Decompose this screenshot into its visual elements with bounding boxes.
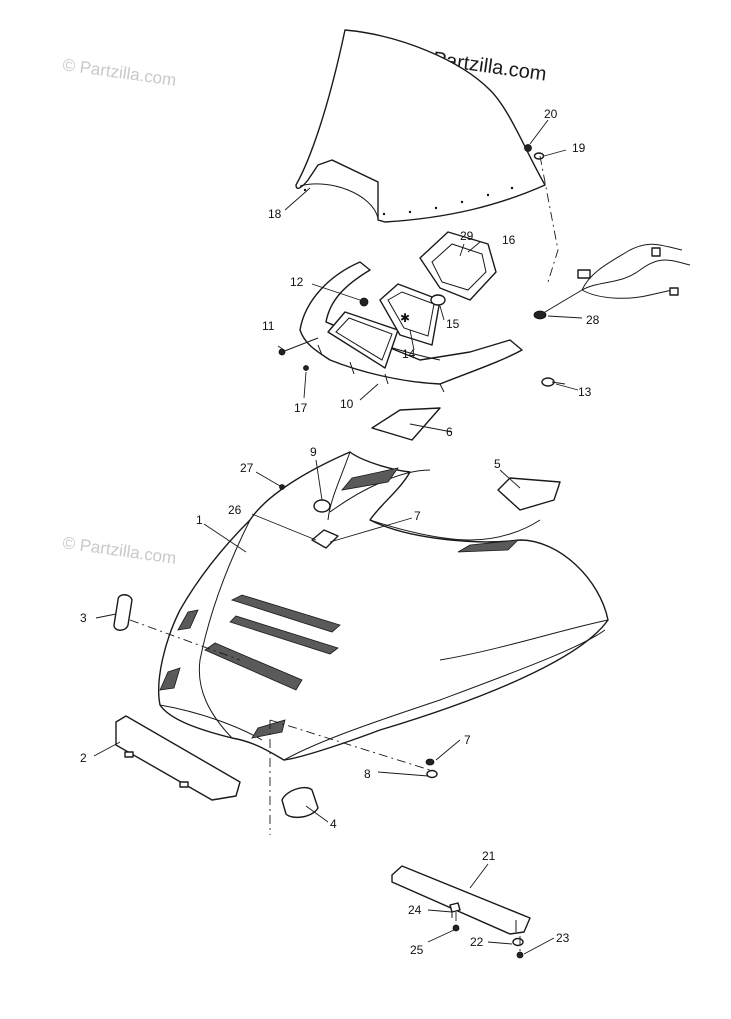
callout-6: 6 — [446, 425, 453, 439]
bumper-plug-4-part — [281, 786, 319, 819]
alignment-lines — [129, 155, 559, 952]
callout-20: 20 — [544, 107, 558, 121]
callout-18: 18 — [268, 207, 282, 221]
callout-7-upper: 7 — [414, 509, 421, 523]
bracket-21-part — [391, 865, 531, 935]
rivet-17-icon — [303, 365, 309, 371]
callout-17: 17 — [294, 401, 308, 415]
callout-12: 12 — [290, 275, 304, 289]
callout-25: 25 — [410, 943, 424, 957]
callout-19: 19 — [572, 141, 586, 155]
callout-labels: 1 2 3 4 5 6 7 7 8 9 10 11 12 13 14 15 16… — [80, 107, 600, 957]
callout-24: 24 — [408, 903, 422, 917]
callout-22: 22 — [470, 935, 484, 949]
windshield-part — [295, 29, 546, 223]
leader-lines — [93, 119, 583, 955]
callout-14: 14 — [402, 347, 416, 361]
push-rivet-13-icon — [541, 377, 566, 387]
callout-11: 11 — [262, 319, 275, 333]
callout-5: 5 — [494, 457, 501, 471]
bracket-2-part — [115, 715, 241, 801]
screw-12-icon — [359, 297, 369, 307]
nut-washer-hardware — [425, 758, 438, 779]
decal-6-part — [371, 407, 441, 441]
callout-2: 2 — [80, 751, 87, 765]
watermark-ghost-2: © Partzilla.com — [61, 533, 177, 568]
callout-16: 16 — [502, 233, 516, 247]
callout-8: 8 — [364, 767, 371, 781]
callout-10: 10 — [340, 397, 354, 411]
callout-26: 26 — [228, 503, 242, 517]
windshield-screw-nut-hardware — [524, 144, 545, 160]
hood-part — [158, 451, 609, 761]
callout-7-lower: 7 — [464, 733, 471, 747]
bracket-hardware — [449, 902, 524, 959]
callout-29: 29 — [460, 229, 474, 243]
hood-fasteners — [279, 484, 339, 549]
callout-15: 15 — [446, 317, 460, 331]
watermark-ghost-1: © Partzilla.com — [61, 55, 177, 90]
bumper-plug-3-part — [113, 594, 133, 631]
wiring-harness-part — [533, 243, 691, 320]
callout-13: 13 — [578, 385, 592, 399]
svg-text:✱: ✱ — [400, 311, 410, 325]
headlight-bezel-part — [419, 231, 497, 306]
callout-21: 21 — [482, 849, 496, 863]
decal-5-part — [497, 477, 561, 511]
callout-1: 1 — [196, 513, 203, 527]
callout-4: 4 — [330, 817, 337, 831]
callout-23: 23 — [556, 931, 570, 945]
callout-27: 27 — [240, 461, 254, 475]
callout-3: 3 — [80, 611, 87, 625]
callout-28: 28 — [586, 313, 600, 327]
headlight-lamp-part: ✱ — [379, 283, 441, 346]
callout-9: 9 — [310, 445, 317, 459]
